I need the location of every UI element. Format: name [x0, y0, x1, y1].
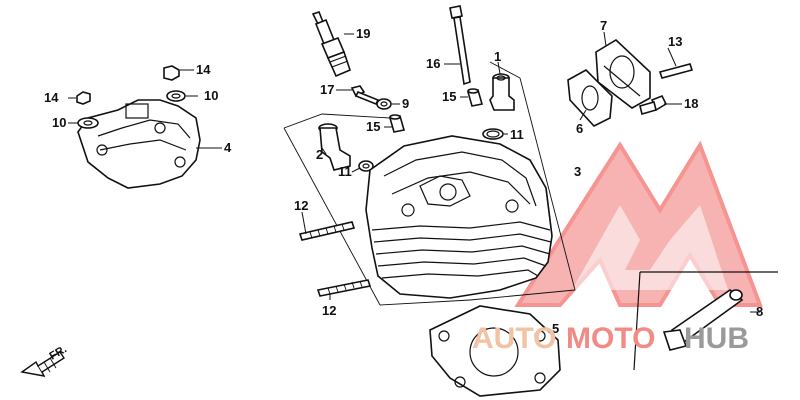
part-6-insulator-gasket [567, 69, 613, 127]
part-3-cylinder-head [365, 135, 553, 299]
watermark-auto: AUTO [472, 322, 556, 355]
watermark-hub: HUB [684, 322, 749, 355]
callout-15-lower: 15 [366, 119, 380, 134]
callout-16: 16 [426, 56, 440, 71]
callouts: 1 2 3 4 5 6 7 8 9 10 10 11 11 12 12 13 1… [44, 18, 763, 336]
callout-1: 1 [494, 49, 501, 64]
part-15-dowel-upper [466, 88, 484, 107]
part-12-stud-lower [316, 279, 372, 297]
assembly-outline [283, 61, 576, 306]
part-19-spark-plug [311, 11, 351, 78]
part-17-bolt [350, 85, 380, 106]
callout-3: 3 [574, 164, 581, 179]
part-14-nut-left [76, 91, 91, 105]
callout-2: 2 [316, 147, 323, 162]
part-7-intake-pipe [595, 39, 651, 109]
watermark-moto: MOTO [566, 322, 655, 355]
part-5-gasket [429, 305, 561, 397]
callout-11-right: 11 [510, 127, 524, 142]
watermark-logo [514, 140, 763, 307]
part-16-stud-bolt [449, 5, 471, 86]
callout-7: 7 [600, 18, 607, 33]
callout-14-left: 14 [44, 90, 59, 105]
part-12-stud-upper [298, 221, 356, 241]
callout-4: 4 [224, 140, 232, 155]
callout-5: 5 [552, 321, 559, 336]
part-13-stud [658, 63, 694, 79]
part-10-washer-left [77, 117, 99, 129]
part-14-nut-top [163, 65, 180, 81]
leader-lines [68, 31, 760, 313]
callout-8: 8 [756, 304, 763, 319]
part-1-valve-guide [489, 73, 515, 111]
callout-13: 13 [668, 34, 682, 49]
callout-19: 19 [356, 26, 370, 41]
callout-9: 9 [402, 96, 409, 111]
part-11-oring-right [482, 128, 504, 140]
callout-14-top: 14 [196, 62, 211, 77]
callout-12-lower: 12 [322, 303, 336, 318]
callout-17: 17 [320, 82, 334, 97]
watermark-text: AUTO MOTO HUB [472, 322, 749, 355]
callout-15-upper: 15 [442, 89, 456, 104]
part-11-oring-left [358, 160, 374, 172]
direction-label: FR. [48, 343, 69, 362]
part-2-guide [318, 123, 351, 171]
part-15-dowel-lower [388, 114, 406, 133]
callout-10-top: 10 [204, 88, 218, 103]
callout-6: 6 [576, 121, 583, 136]
callout-11-left: 11 [338, 164, 352, 179]
part-8-pin [633, 271, 778, 371]
callout-18: 18 [684, 96, 698, 111]
part-9-washer [376, 98, 392, 110]
direction-arrow [20, 351, 65, 377]
part-10-washer-top [166, 90, 186, 102]
callout-10-left: 10 [52, 115, 66, 130]
part-4-head-cover [77, 99, 201, 189]
callout-12-upper: 12 [294, 198, 308, 213]
